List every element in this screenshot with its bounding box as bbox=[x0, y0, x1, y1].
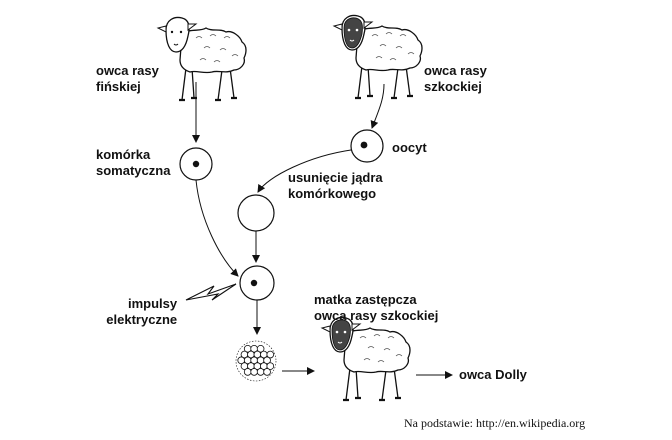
arrow-sheep-to-oocyte bbox=[370, 83, 385, 129]
somatic-cell bbox=[179, 147, 213, 181]
enucleated-cell bbox=[237, 194, 275, 232]
nucleus-removal-label: usunięcie jądra komórkowego bbox=[288, 170, 383, 202]
fused-cell bbox=[239, 265, 275, 301]
surrogate-mother-label-line1: matka zastępcza bbox=[314, 292, 417, 307]
oocyte-cell bbox=[350, 129, 384, 163]
finnish-sheep-label-line2: fińskiej bbox=[96, 79, 141, 94]
nucleus-removal-label-line2: komórkowego bbox=[288, 186, 377, 201]
lightning-bolt-icon bbox=[185, 283, 237, 301]
embryo-cell bbox=[256, 368, 265, 376]
embryo-cell-cluster-icon bbox=[235, 340, 277, 382]
somatic-cell-label: komórka somatyczna bbox=[96, 147, 170, 179]
finnish-sheep-label: owca rasy fińskiej bbox=[96, 63, 159, 95]
somatic-cell-label-line1: komórka bbox=[96, 147, 151, 162]
dolly-label: owca Dolly bbox=[459, 367, 527, 382]
finnish-sheep-label-line1: owca rasy bbox=[96, 63, 159, 78]
embryo-cell bbox=[266, 350, 275, 359]
somatic-cell-label-line2: somatyczna bbox=[96, 163, 171, 178]
arrow-somatic-to-fused bbox=[195, 179, 239, 277]
embryo-cell bbox=[250, 368, 258, 376]
oocyte-label: oocyt bbox=[392, 140, 427, 155]
embryo-cell bbox=[263, 368, 271, 376]
scottish-sheep-label-line2: szkockiej bbox=[424, 79, 482, 94]
embryo-cell bbox=[266, 362, 275, 370]
embryo-cell bbox=[263, 356, 271, 365]
nucleus-removal-label-line1: usunięcie jądra bbox=[288, 170, 383, 185]
surrogate-mother-label: matka zastępcza owca rasy szkockiej bbox=[314, 292, 438, 324]
electric-impulses-label-line1: impulsy bbox=[128, 296, 178, 311]
embryo-cell bbox=[256, 344, 265, 353]
sheep-dark-face-icon bbox=[332, 14, 424, 100]
sheep-white-face-icon bbox=[156, 16, 248, 102]
surrogate-sheep-icon bbox=[320, 316, 412, 402]
surrogate-mother-label-line2: owca rasy szkockiej bbox=[314, 308, 439, 323]
arrow-oocyte-to-enucleated bbox=[257, 149, 352, 193]
electric-impulses-label-line2: elektryczne bbox=[106, 312, 178, 327]
electric-impulses-label: impulsy elektryczne bbox=[106, 296, 177, 328]
embryo-cell bbox=[243, 368, 252, 376]
scottish-sheep-label-line1: owca rasy bbox=[424, 63, 487, 78]
scottish-sheep-label: owca rasy szkockiej bbox=[424, 63, 487, 95]
source-caption: Na podstawie: http://en.wikipedia.org bbox=[404, 416, 586, 430]
